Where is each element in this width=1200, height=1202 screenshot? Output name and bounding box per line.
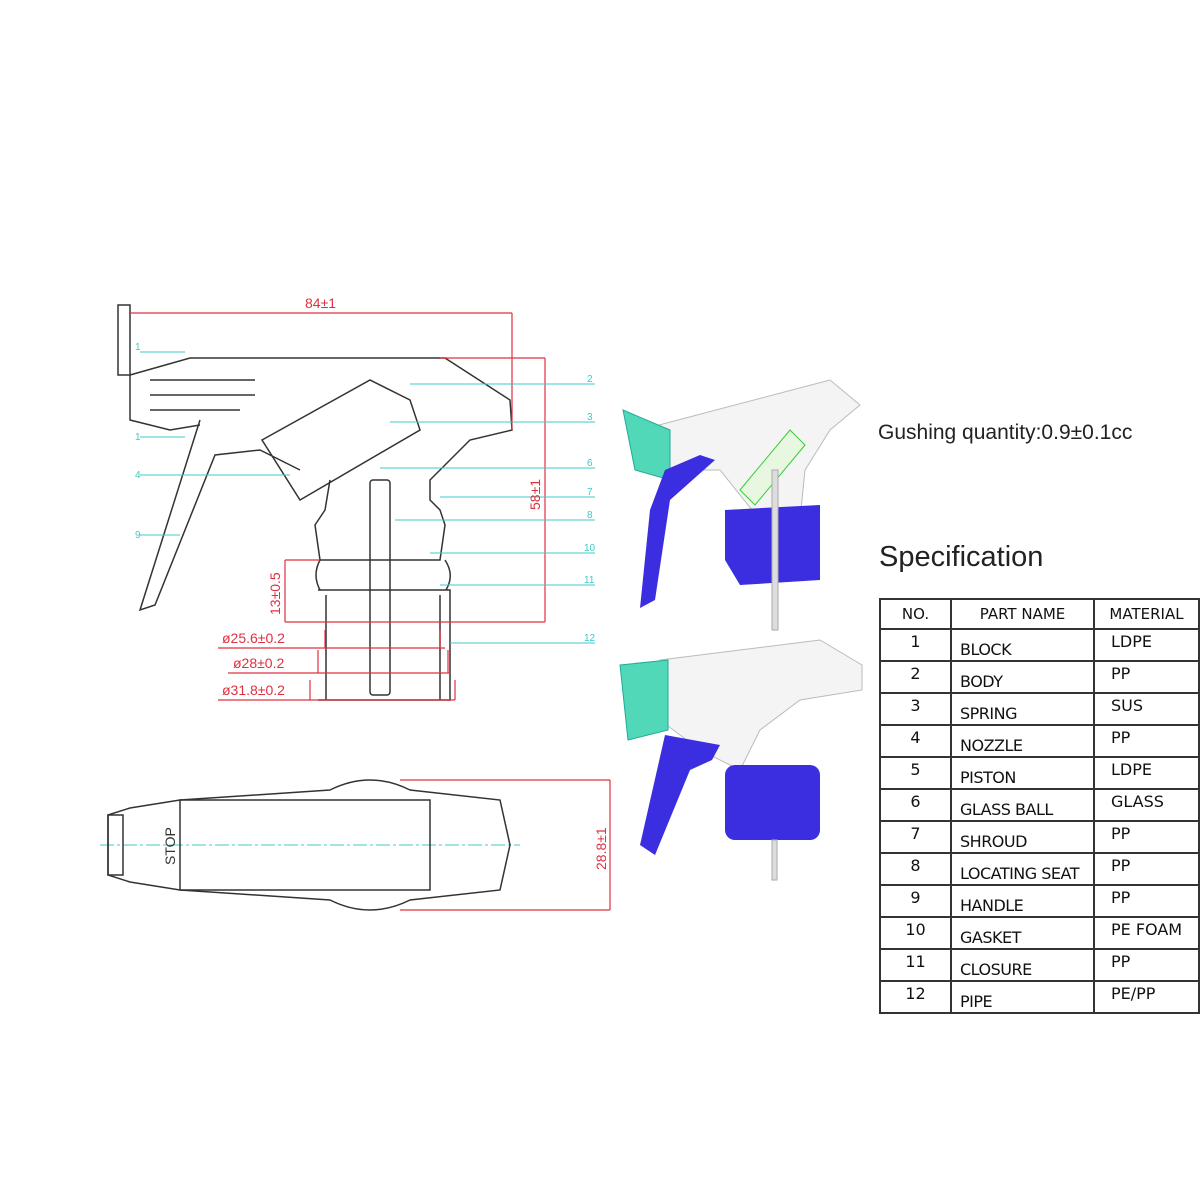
cell-name: HANDLE	[950, 884, 1095, 918]
callout-right-2: 3	[587, 412, 593, 423]
dim-height: 58±1	[527, 479, 543, 510]
cell-name: GASKET	[950, 916, 1095, 950]
header-material: MATERIAL	[1093, 598, 1200, 630]
callout-right-3: 6	[587, 458, 593, 469]
cell-no: 4	[879, 724, 952, 758]
cell-no: 3	[879, 692, 952, 726]
dim-d3: ø31.8±0.2	[222, 682, 285, 698]
top-view	[107, 779, 511, 911]
cell-name: BLOCK	[950, 628, 1095, 662]
cell-material: PP	[1093, 660, 1200, 694]
side-view	[117, 304, 513, 701]
cell-material: PP	[1093, 948, 1200, 982]
cell-material: GLASS	[1093, 788, 1200, 822]
callout-right-6: 10	[584, 543, 596, 554]
callout-left-1: 1	[135, 342, 141, 353]
cutaway-render	[622, 379, 861, 631]
specification-title: Specification	[879, 541, 1044, 573]
cell-material: PP	[1093, 724, 1200, 758]
callout-right-4: 7	[587, 487, 593, 498]
cell-no: 6	[879, 788, 952, 822]
dimension-labels: 84±1 58±1 13±0.5 ø25.6±0.2 ø28±0.2 ø31.8…	[222, 295, 609, 870]
cell-name: SHROUD	[950, 820, 1095, 854]
cell-name: PIPE	[950, 980, 1095, 1014]
leader-lines	[100, 351, 595, 846]
cell-material: PE/PP	[1093, 980, 1200, 1014]
cell-name: BODY	[950, 660, 1095, 694]
cell-no: 5	[879, 756, 952, 790]
dim-d2: ø28±0.2	[233, 655, 284, 671]
callout-numbers: 1 1 4 9 2 3 6 7 8 10 11 12	[135, 342, 596, 644]
cell-no: 11	[879, 948, 952, 982]
header-part-name: PART NAME	[950, 598, 1095, 630]
gushing-quantity: Gushing quantity:0.9±0.1cc	[878, 421, 1133, 444]
table-header: NO. PART NAME MATERIAL	[879, 598, 1200, 630]
callout-right-7: 11	[584, 575, 595, 586]
cell-material: PP	[1093, 820, 1200, 854]
assembled-render	[619, 639, 863, 881]
header-no: NO.	[879, 598, 952, 630]
cell-material: PP	[1093, 852, 1200, 886]
dim-d1: ø25.6±0.2	[222, 630, 285, 646]
dim-width: 84±1	[305, 295, 336, 311]
callout-left-3: 4	[135, 470, 141, 481]
cell-material: SUS	[1093, 692, 1200, 726]
cell-no: 12	[879, 980, 952, 1014]
callout-right-1: 2	[587, 374, 593, 385]
cell-name: CLOSURE	[950, 948, 1095, 982]
cell-name: SPRING	[950, 692, 1095, 726]
cell-material: PP	[1093, 884, 1200, 918]
callout-right-5: 8	[587, 510, 593, 521]
cell-material: LDPE	[1093, 628, 1200, 662]
cell-no: 10	[879, 916, 952, 950]
cell-no: 9	[879, 884, 952, 918]
stop-label: STOP	[162, 827, 178, 865]
callout-right-8: 12	[584, 633, 596, 644]
dim-closure-height: 13±0.5	[267, 572, 283, 615]
cell-name: PISTON	[950, 756, 1095, 790]
cell-material: LDPE	[1093, 756, 1200, 790]
cell-no: 8	[879, 852, 952, 886]
cell-no: 7	[879, 820, 952, 854]
cell-name: LOCATING SEAT	[950, 852, 1095, 886]
cell-no: 2	[879, 660, 952, 694]
cell-name: GLASS BALL	[950, 788, 1095, 822]
callout-left-2: 1	[135, 432, 141, 443]
cell-name: NOZZLE	[950, 724, 1095, 758]
callout-left-4: 9	[135, 530, 141, 541]
dim-top-width: 28.8±1	[593, 827, 609, 870]
cell-no: 1	[879, 628, 952, 662]
dimension-lines	[130, 312, 611, 911]
cell-material: PE FOAM	[1093, 916, 1200, 950]
